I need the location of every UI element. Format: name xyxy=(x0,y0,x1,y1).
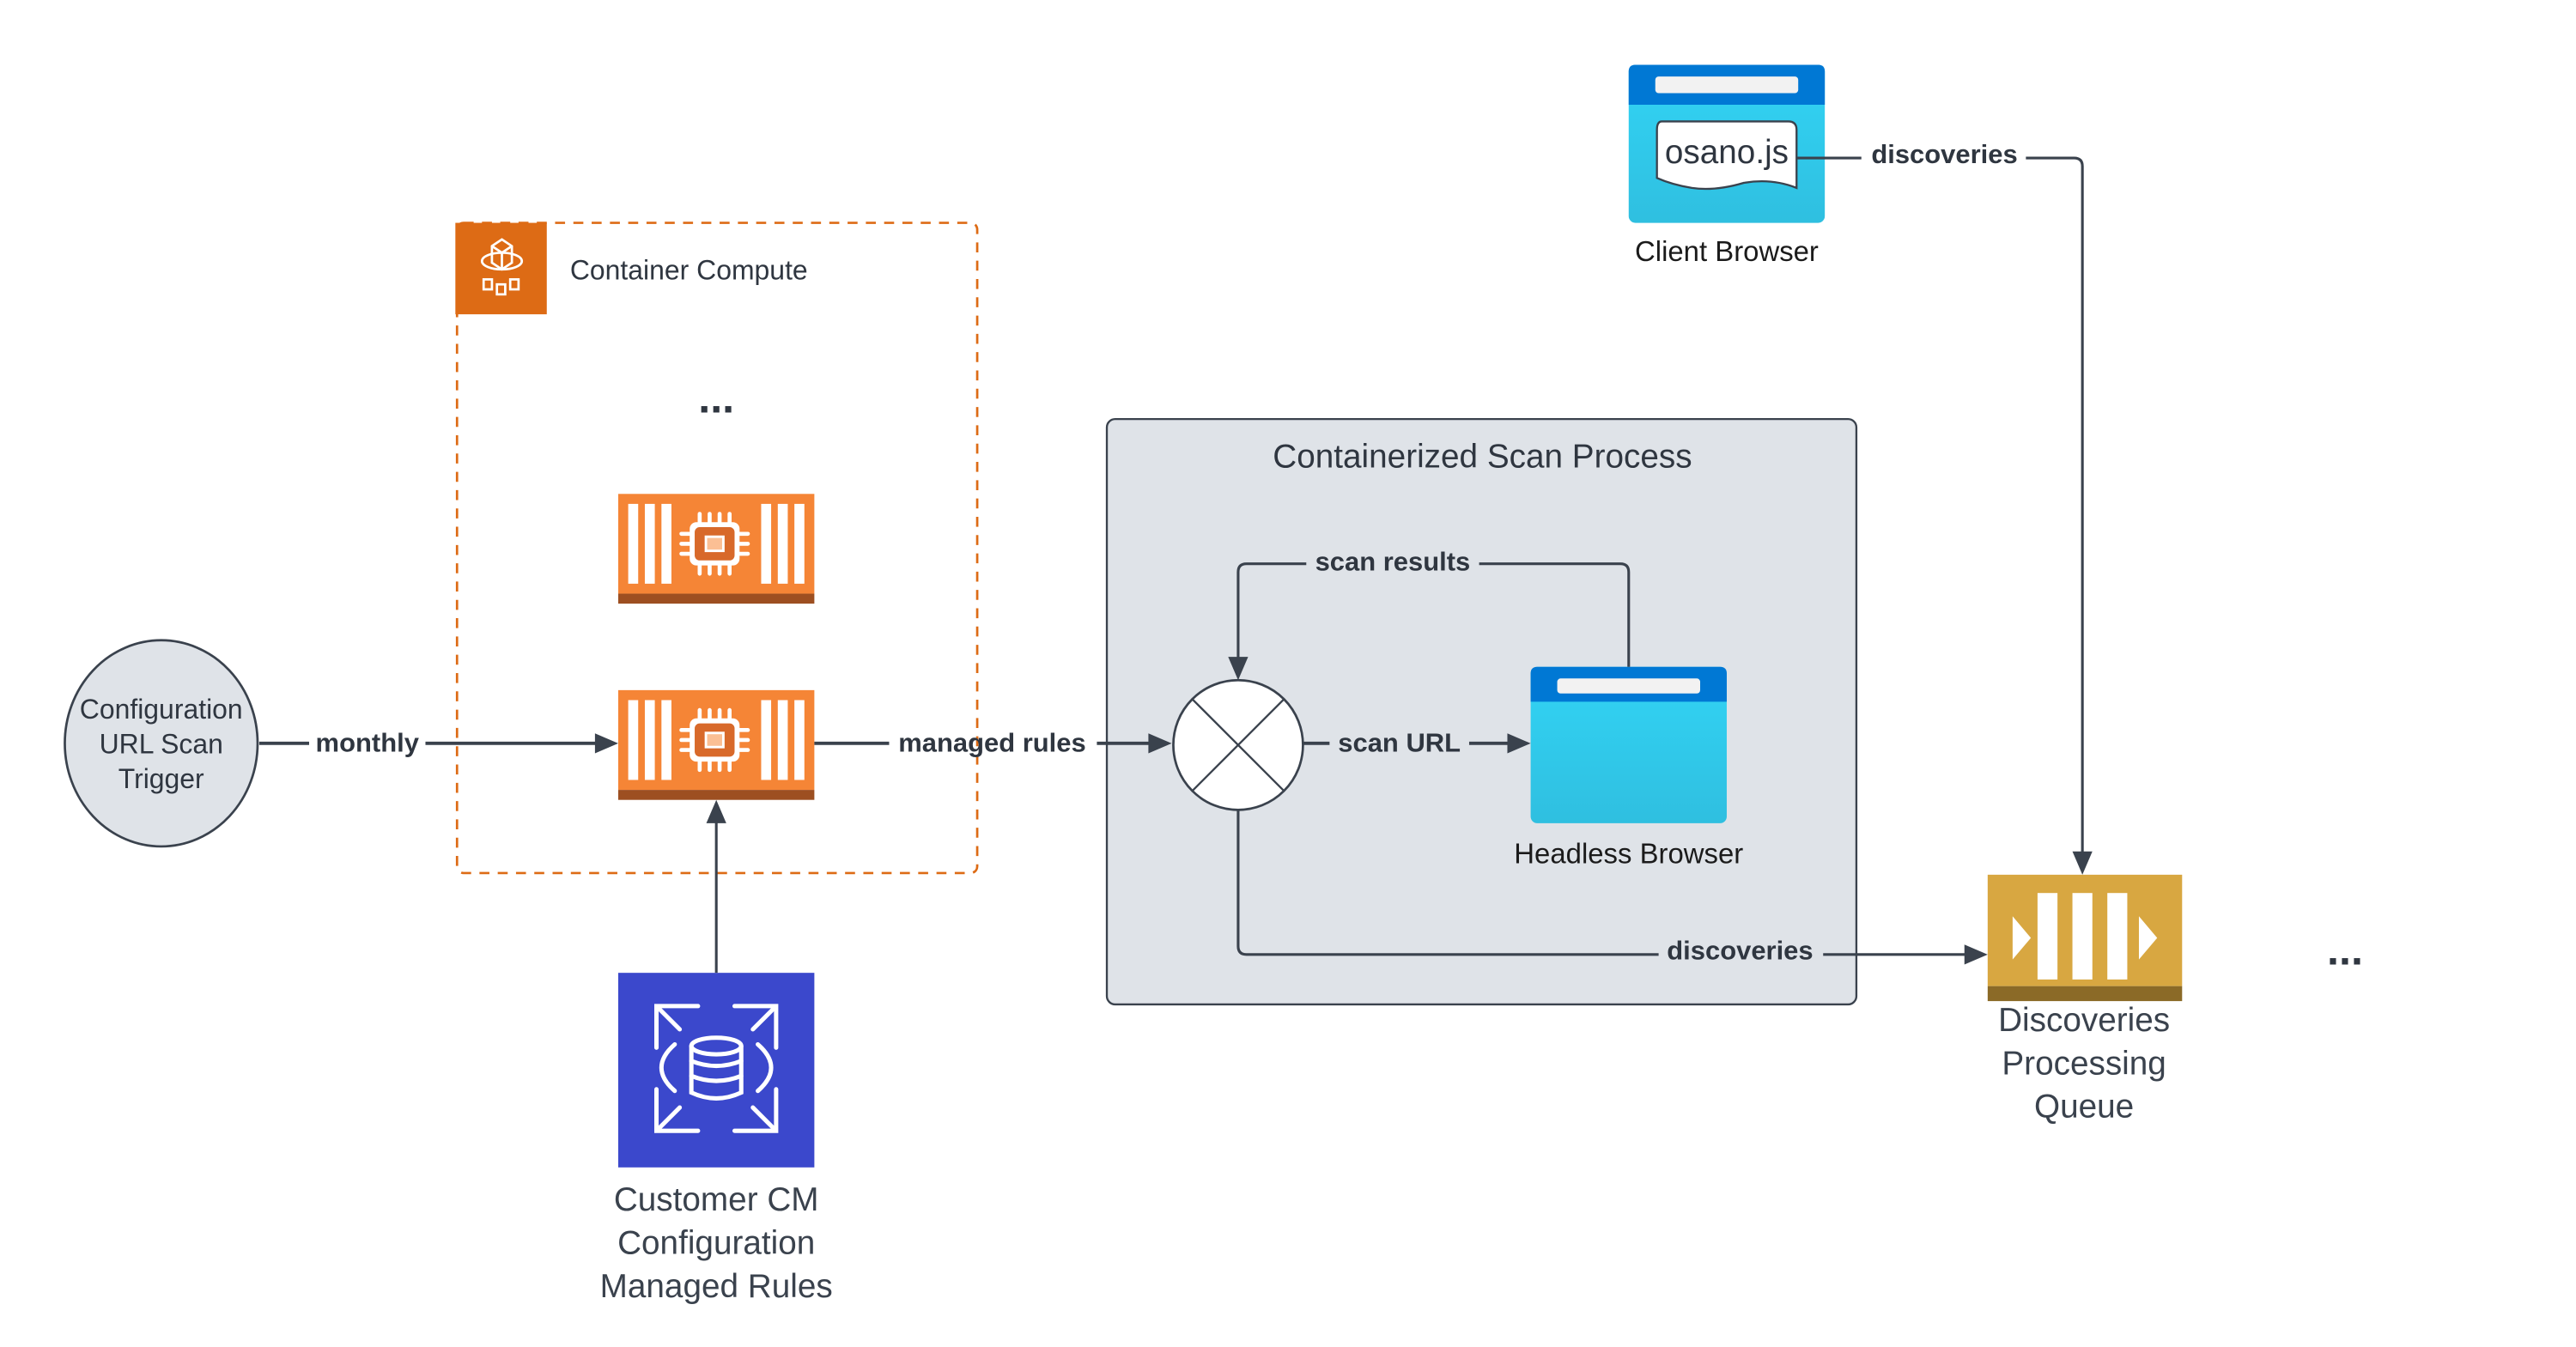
scan-process-group[interactable]: Containerized Scan Process xyxy=(1105,417,1858,1006)
chip-icon xyxy=(679,707,750,773)
edge-managed-rules[interactable]: managed rules xyxy=(814,728,1172,758)
address-bar-icon xyxy=(1557,678,1700,694)
arrowhead-icon xyxy=(1507,733,1531,754)
container-ellipsis: ... xyxy=(698,373,734,422)
scan-process-title: Containerized Scan Process xyxy=(1273,438,1692,475)
database-label-line-2: Configuration xyxy=(617,1225,815,1262)
queue-icon xyxy=(2012,893,2158,980)
trigger-label-line-3: Trigger xyxy=(118,763,204,794)
client-browser-label: Client Browser xyxy=(1635,235,1819,267)
queue-label-line-3: Queue xyxy=(2034,1089,2134,1126)
compute-instance-2[interactable] xyxy=(618,689,815,800)
arrowhead-icon xyxy=(2072,851,2093,875)
script-name: osano.js xyxy=(1665,134,1789,171)
fargate-icon xyxy=(480,238,524,296)
edge-label-scan-url: scan URL xyxy=(1338,728,1461,758)
edge-label-discoveries-client: discoveries xyxy=(1871,139,2017,169)
arrowhead-icon xyxy=(1228,657,1249,681)
database-label-line-3: Managed Rules xyxy=(600,1268,833,1305)
arrowhead-icon xyxy=(594,733,618,754)
client-browser-node[interactable]: osano.js Client Browser xyxy=(1628,64,1826,268)
compute-instance-1[interactable] xyxy=(618,494,815,604)
edge-discoveries-scan[interactable]: discoveries xyxy=(1236,810,1988,966)
discoveries-queue-node[interactable]: Discoveries Processing Queue xyxy=(1987,874,2183,1126)
queue-label-line-2: Processing xyxy=(2002,1045,2166,1082)
arrowhead-icon xyxy=(1964,944,1988,965)
arrowhead-icon xyxy=(706,799,726,823)
edge-discoveries-client[interactable]: discoveries xyxy=(1796,139,2093,875)
edge-rules-to-compute[interactable] xyxy=(706,799,726,974)
container-compute-title: Container Compute xyxy=(570,254,808,285)
edge-label-discoveries-scan: discoveries xyxy=(1667,936,1813,966)
edge-label-scan-results: scan results xyxy=(1315,546,1471,576)
database-icon xyxy=(654,1004,779,1133)
edge-scan-results[interactable]: scan results xyxy=(1228,546,1631,681)
trigger-label-line-1: Configuration xyxy=(80,694,243,725)
edge-label-monthly: monthly xyxy=(316,728,420,758)
managed-rules-database[interactable]: Customer CM Configuration Managed Rules xyxy=(600,973,833,1305)
trigger-label-line-2: URL Scan xyxy=(100,728,223,759)
merge-junction[interactable] xyxy=(1172,678,1304,811)
headless-browser-label: Headless Browser xyxy=(1514,837,1743,869)
address-bar-icon xyxy=(1655,76,1799,94)
database-label-line-1: Customer CM xyxy=(614,1181,819,1218)
chip-icon xyxy=(679,512,750,576)
edge-label-managed-rules: managed rules xyxy=(898,728,1086,758)
arrowhead-icon xyxy=(1148,733,1172,754)
trailing-ellipsis: ... xyxy=(2327,925,2363,974)
headless-browser-node[interactable]: Headless Browser xyxy=(1514,666,1743,870)
edge-scan-url[interactable]: scan URL xyxy=(1303,728,1531,758)
edge-monthly[interactable]: monthly xyxy=(258,728,618,758)
script-document-icon xyxy=(1656,120,1798,191)
queue-label-line-1: Discoveries xyxy=(1998,1002,2170,1039)
scan-trigger-node[interactable]: Configuration URL Scan Trigger xyxy=(64,639,259,848)
